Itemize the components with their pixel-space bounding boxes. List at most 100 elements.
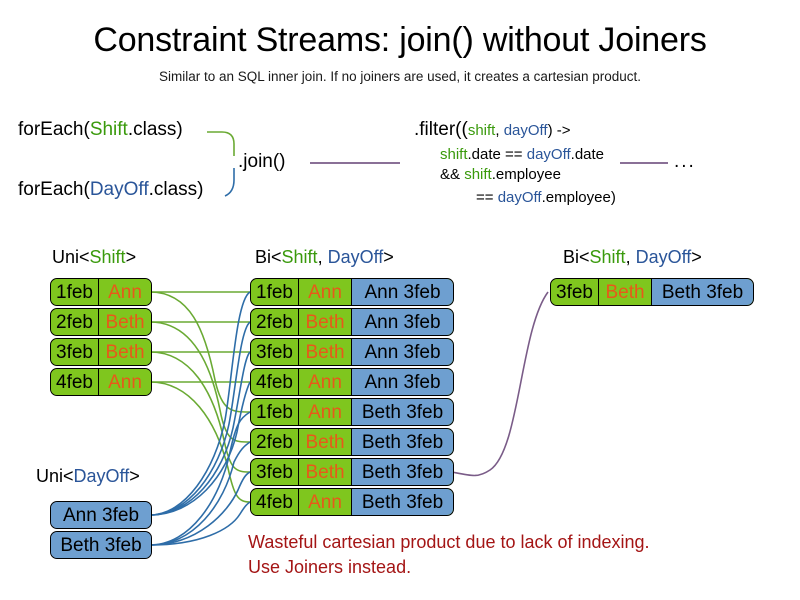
code-filter-line-2: shift.date == dayOff.date — [440, 143, 604, 167]
shift-date-cell: 2feb — [251, 309, 299, 335]
shift-date-cell: 3feb — [51, 339, 99, 365]
code-join-call: .join() — [238, 151, 286, 172]
bi-mid-type1: Shift — [281, 247, 318, 267]
dayoff-cell: Beth 3feb — [351, 489, 453, 515]
uni-shift-post: > — [125, 247, 137, 267]
label-uni-shift: Uni<Shift> — [52, 246, 136, 268]
shift-employee-cell: Beth — [99, 309, 151, 335]
dayoff-cell: Ann 3feb — [351, 339, 453, 365]
shift-date-cell: 4feb — [51, 369, 99, 395]
shift-date-cell: 3feb — [251, 339, 299, 365]
shift-date-cell: 4feb — [251, 369, 299, 395]
foreach-shift-prefix: forEach( — [18, 119, 90, 140]
filter-l2-post: .date — [570, 146, 605, 163]
bi-right-type2: DayOff — [635, 247, 692, 267]
label-uni-dayoff: Uni<DayOff> — [36, 465, 140, 487]
filter-param-sep: , — [495, 122, 504, 139]
shift-employee-cell: Ann — [299, 279, 351, 305]
foreach-shift-suffix: .class) — [127, 119, 183, 140]
shift-employee-cell: Ann — [299, 489, 351, 515]
code-filter-line-1: .filter((shift, dayOff) -> — [414, 118, 571, 143]
shift-employee-cell: Beth — [599, 279, 651, 305]
filter-pre: .filter(( — [414, 119, 468, 140]
dayoff-cell: Beth 3feb — [651, 279, 753, 305]
bi-mid-type2: DayOff — [327, 247, 384, 267]
filter-l4-pre: == — [476, 189, 498, 206]
ellipsis-text: ... — [674, 151, 696, 172]
filter-l3-shift: shift — [464, 166, 492, 183]
uni-dayoff-pre: Uni< — [36, 466, 74, 486]
filter-l4-post: .employee) — [541, 189, 616, 206]
bi-right-post: > — [691, 247, 702, 267]
tuple-box[interactable]: Ann 3feb — [50, 501, 152, 529]
dayoff-cell: Ann 3feb — [351, 369, 453, 395]
code-foreach-dayoff: forEach(DayOff.class) — [18, 178, 204, 202]
page-subtitle: Similar to an SQL inner join. If no join… — [159, 69, 641, 84]
dayoff-cell: Ann 3feb — [351, 309, 453, 335]
warning-message: Wasteful cartesian product due to lack o… — [248, 530, 650, 580]
warning-line-1: Wasteful cartesian product due to lack o… — [248, 532, 650, 552]
foreach-shift-type: Shift — [89, 119, 128, 140]
tuple-box[interactable]: Beth 3feb — [50, 531, 152, 559]
shift-date-cell: 1feb — [251, 279, 299, 305]
warning-line-2: Use Joiners instead. — [248, 557, 412, 577]
foreach-dayoff-prefix: forEach( — [18, 179, 90, 200]
filter-arrow: ) -> — [547, 122, 571, 139]
filter-param-dayoff: dayOff — [503, 122, 548, 139]
shift-date-cell: 1feb — [251, 399, 299, 425]
code-filter-line-4: == dayOff.employee) — [476, 186, 616, 210]
shift-employee-cell: Ann — [99, 279, 151, 305]
dayoff-cell: Beth 3feb — [351, 459, 453, 485]
uni-shift-type: Shift — [89, 247, 126, 267]
bi-mid-pre: Bi< — [255, 247, 282, 267]
bi-right-pre: Bi< — [563, 247, 590, 267]
shift-date-cell: 2feb — [251, 429, 299, 455]
shift-employee-cell: Beth — [299, 429, 351, 455]
label-bi-right: Bi<Shift, DayOff> — [563, 246, 702, 268]
filter-l4-dayoff: dayOff — [497, 189, 542, 206]
shift-employee-cell: Beth — [299, 309, 351, 335]
shift-employee-cell: Ann — [99, 369, 151, 395]
bi-mid-sep: , — [317, 247, 328, 267]
shift-employee-cell: Ann — [299, 369, 351, 395]
uni-dayoff-type: DayOff — [73, 466, 130, 486]
filter-l2-dayoff: dayOff — [526, 146, 571, 163]
filter-l3-pre: && — [440, 166, 465, 183]
shift-date-cell: 2feb — [51, 309, 99, 335]
bi-right-sep: , — [625, 247, 636, 267]
shift-employee-cell: Ann — [299, 399, 351, 425]
filter-l2-mid: .date == — [467, 146, 527, 163]
bi-right-type1: Shift — [589, 247, 626, 267]
dayoff-cell: Beth 3feb — [351, 399, 453, 425]
shift-employee-cell: Beth — [99, 339, 151, 365]
bi-mid-post: > — [383, 247, 394, 267]
foreach-dayoff-type: DayOff — [89, 179, 149, 200]
dayoff-cell: Ann 3feb — [51, 502, 151, 528]
dayoff-cell: Beth 3feb — [51, 532, 151, 558]
page-title: Constraint Streams: join() without Joine… — [93, 21, 707, 59]
uni-dayoff-post: > — [129, 466, 140, 486]
foreach-dayoff-suffix: .class) — [148, 179, 204, 200]
uni-shift-pre: Uni< — [52, 247, 90, 267]
label-bi-middle: Bi<Shift, DayOff> — [255, 246, 394, 268]
dayoff-cell: Ann 3feb — [351, 279, 453, 305]
shift-date-cell: 1feb — [51, 279, 99, 305]
dayoff-cell: Beth 3feb — [351, 429, 453, 455]
shift-date-cell: 3feb — [551, 279, 599, 305]
code-filter-line-3: && shift.employee — [440, 163, 561, 187]
code-foreach-shift: forEach(Shift.class) — [18, 118, 183, 142]
filter-l2-shift: shift — [440, 146, 468, 163]
